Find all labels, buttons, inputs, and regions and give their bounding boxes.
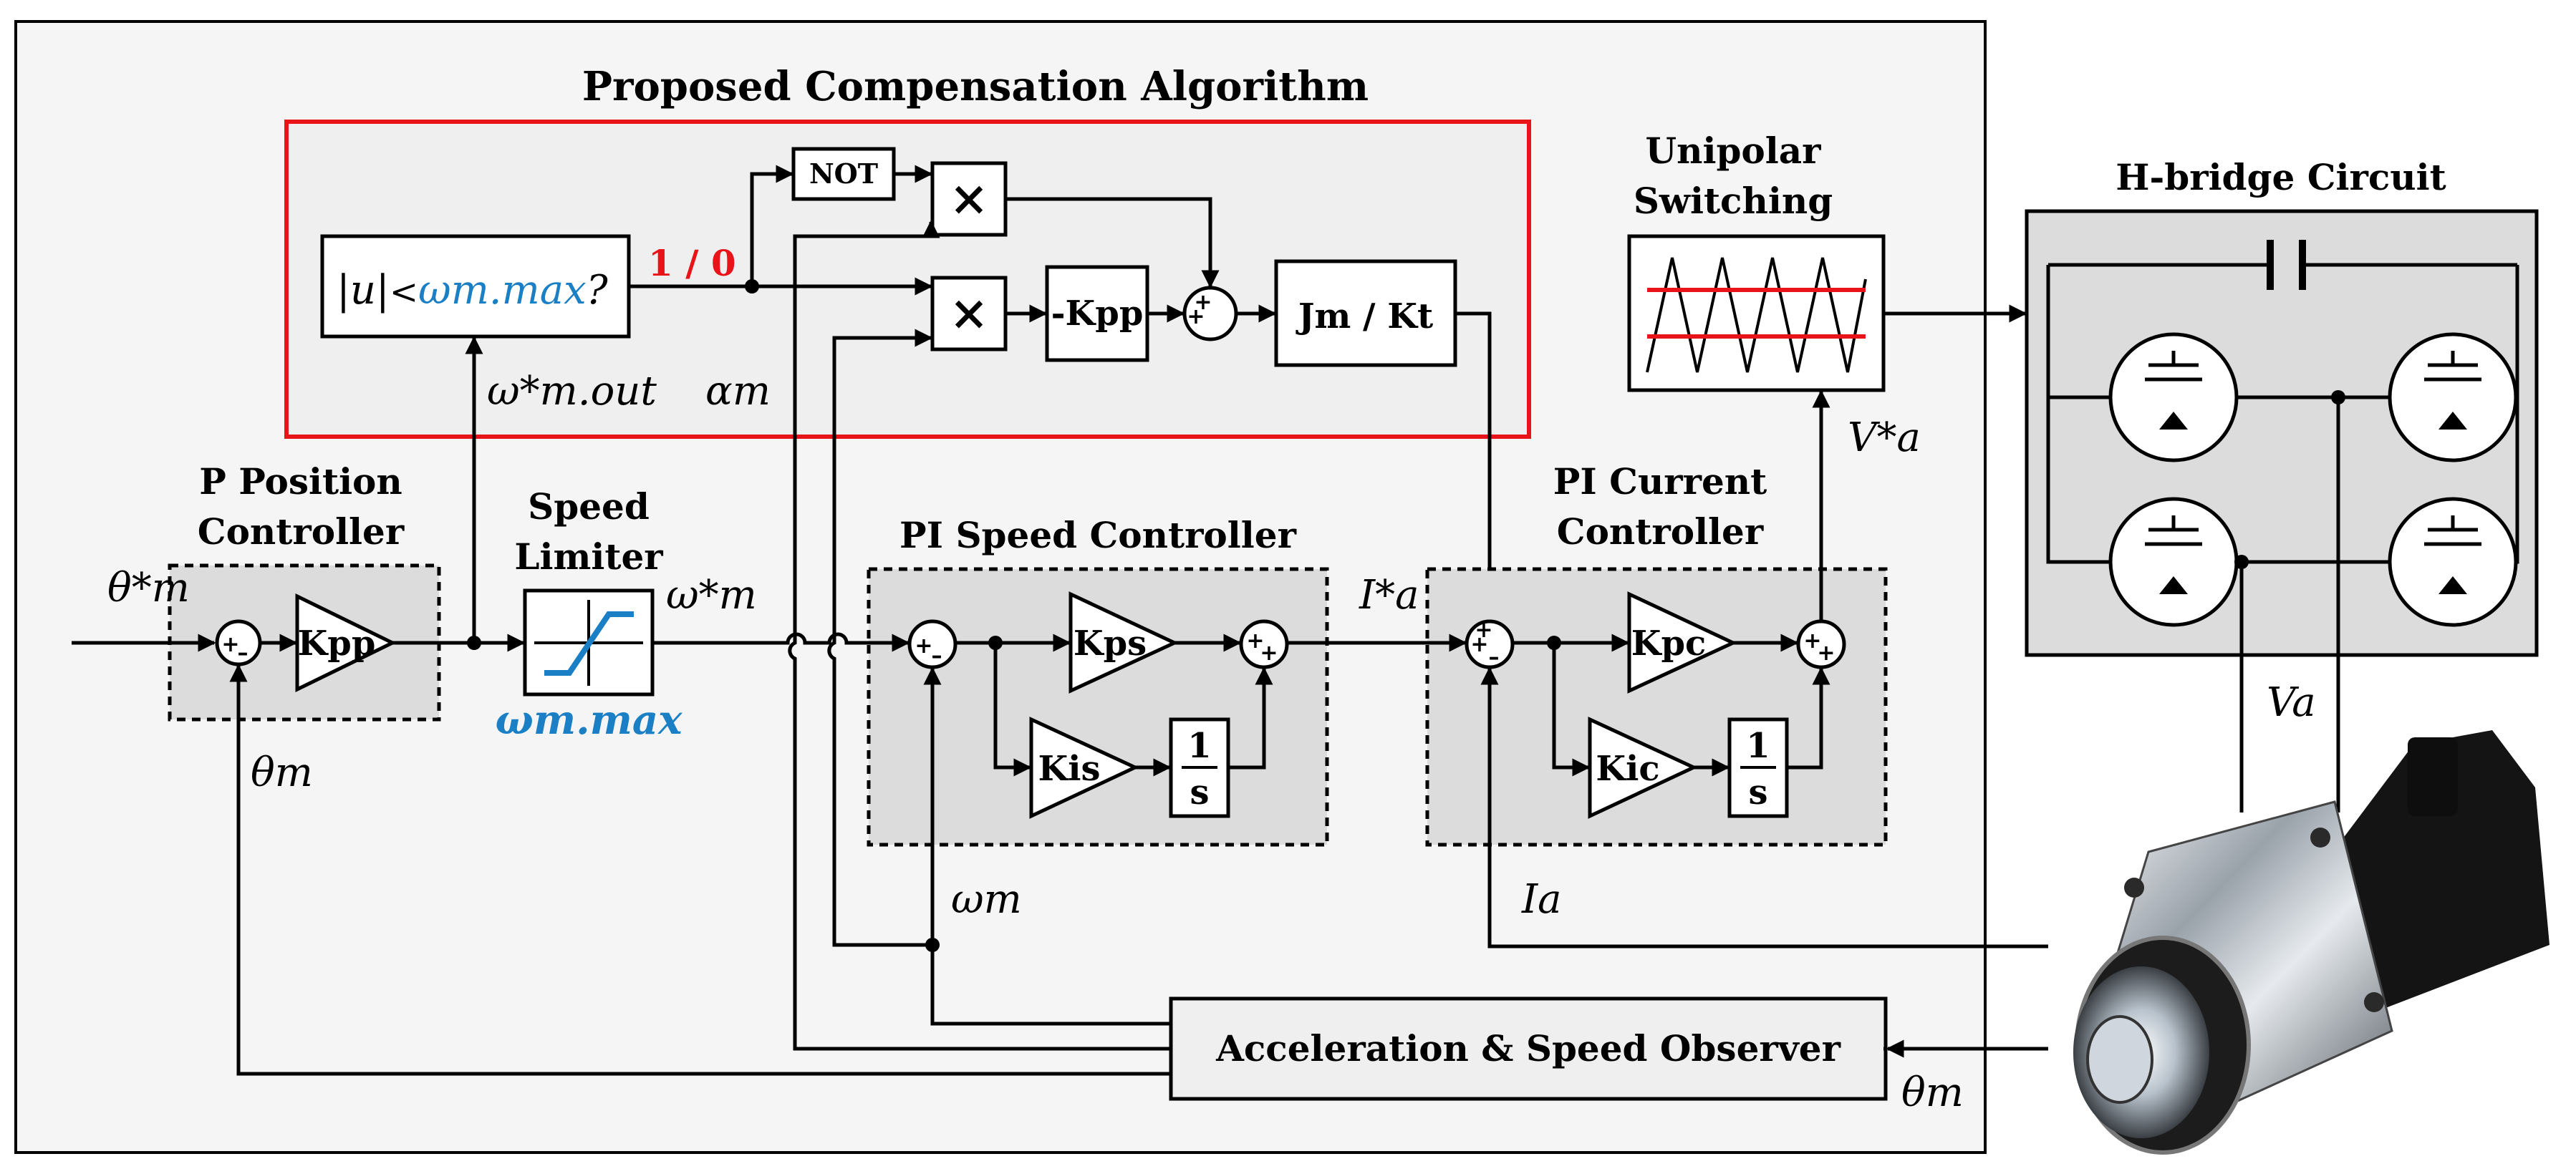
limiter-label-1: Speed [528, 485, 650, 528]
wire-current-err-to-kic [1552, 643, 1591, 777]
motor-shaft [2086, 1015, 2153, 1104]
jm-kt-label: Jm / Kt [1296, 296, 1433, 336]
wire-jmkt-to-current [1455, 311, 1492, 614]
limiter-label-2: Limiter [514, 535, 663, 578]
mosfet-bl-gate [2145, 515, 2202, 546]
pos-sum-minus: – [238, 641, 249, 666]
speed-sum-plus: + [915, 634, 932, 659]
limiter-curve [544, 611, 634, 676]
kis-label: Kis [1038, 749, 1101, 789]
va-label: Va [2267, 679, 2316, 726]
w-out-label: ω*m.out [487, 368, 657, 414]
speed-int-den: s [1190, 772, 1209, 812]
motor-bolt-2 [2364, 992, 2384, 1012]
mosfet-top-left [2108, 332, 2239, 462]
wire-speed-feedback [923, 666, 1171, 1026]
i-fb-label: Ia [1521, 876, 1562, 923]
condition-limit: ωm.max [418, 267, 587, 314]
wire-speed-err-to-kis [993, 643, 1032, 777]
motor-bolt-1 [2310, 828, 2330, 848]
not-label: NOT [809, 157, 878, 190]
i-ref-label: I*a [1359, 572, 1419, 618]
current-ctrl-label-1: PI Current [1553, 460, 1767, 503]
motor-picture [2073, 730, 2550, 1155]
motor-bolt-3 [2124, 878, 2144, 898]
motor-body [2327, 730, 2550, 1017]
v-ref-label: V*a [1848, 414, 1921, 461]
current-out-plus-1: + [1803, 629, 1821, 654]
speed-ctrl-label: PI Speed Controller [899, 514, 1297, 556]
speed-out-plus-1: + [1246, 629, 1264, 654]
comp-sum-plus-left: + [1187, 304, 1205, 329]
current-sum-plus-left: + [1470, 632, 1488, 657]
carrier-wave [1646, 257, 1867, 373]
wire-current-feedback [1480, 666, 2048, 949]
kic-label: Kic [1596, 749, 1659, 789]
wire-to-not [750, 165, 794, 286]
compensation-title: Proposed Compensation Algorithm [582, 63, 1369, 110]
observer-label: Acceleration & Speed Observer [1215, 1027, 1841, 1069]
pos-ctrl-label-2: Controller [198, 510, 405, 553]
motor-connector [2408, 737, 2458, 816]
condition-abs: |u| [337, 267, 390, 314]
speed-sum-minus: – [932, 644, 942, 669]
pos-ctrl-label-1: P Position [199, 460, 402, 503]
mosfet-group [2108, 332, 2518, 627]
condition-expression: |u|<ωm.max? [337, 267, 609, 314]
mosfet-tl-gate [2145, 351, 2202, 382]
wire-limiter-to-speed-sum [652, 632, 910, 652]
unipolar-label-1: Unipolar [1646, 130, 1822, 172]
multiplier-top [930, 161, 1008, 237]
speed-out-plus-2: + [1260, 641, 1278, 666]
current-sum-minus: – [1489, 645, 1500, 670]
mosfet-bottom-right [2388, 497, 2518, 627]
mosfet-br-gate [2424, 515, 2481, 546]
w-max-label: ωm.max [496, 697, 683, 744]
kpp-label: Kpp [298, 624, 376, 664]
current-sum-plus-top: + [1475, 618, 1492, 643]
neg-kpp-block [1045, 265, 1149, 362]
jm-kt-block [1274, 259, 1457, 367]
mosfet-tl-diode [2159, 412, 2188, 430]
mosfet-bl-diode [2159, 576, 2188, 594]
condition-question: ? [587, 267, 609, 314]
mosfet-br-diode [2438, 576, 2467, 594]
observer-block [1169, 996, 1888, 1101]
current-int-num: 1 [1746, 726, 1770, 766]
current-ctrl-label-2: Controller [1557, 510, 1764, 553]
mosfet-tr-diode [2438, 412, 2467, 430]
theta-ref-label: θ*m [107, 565, 190, 611]
speed-int-num: 1 [1187, 726, 1211, 766]
multiplier-bottom-symbol: × [949, 285, 988, 341]
w-ref-label: ω*m [666, 572, 757, 618]
current-out-plus-2: + [1817, 641, 1835, 666]
unipolar-label-2: Switching [1634, 180, 1833, 222]
junction-dot-alpha [745, 279, 759, 294]
pos-sum-plus: + [221, 632, 239, 657]
condition-lt: < [390, 272, 418, 312]
multiplier-top-symbol: × [949, 170, 988, 226]
current-int-den: s [1748, 772, 1767, 812]
theta-ref-text: θ*m [107, 565, 190, 611]
hbridge-label: H-bridge Circuit [2116, 156, 2446, 198]
w-fb-label: ωm [951, 876, 1022, 923]
theta-fb-label: θm [251, 749, 313, 796]
switch-value: 1 / 0 [648, 242, 736, 284]
wire-acc-to-mult-top [788, 220, 1171, 1051]
kpc-label: Kpc [1631, 624, 1707, 664]
wire-int-to-current-out [1787, 666, 1830, 770]
alpha-label: αm [705, 368, 771, 414]
comp-sum-plus-top: + [1194, 290, 1212, 315]
mosfet-tr-gate [2424, 351, 2481, 382]
wire-speed-to-mult-bottom [827, 329, 933, 947]
hbridge-left-rail [2046, 265, 2449, 564]
wire-int-to-speed-out [1228, 666, 1273, 770]
neg-kpp-label: -Kpp [1051, 294, 1144, 334]
wire-theta-feedback [229, 664, 1171, 1076]
theta-obs-label: θm [1901, 1069, 1964, 1116]
wire-mult-top-to-sum [1005, 197, 1220, 288]
mosfet-top-right [2388, 332, 2518, 462]
kps-label: Kps [1074, 624, 1147, 664]
